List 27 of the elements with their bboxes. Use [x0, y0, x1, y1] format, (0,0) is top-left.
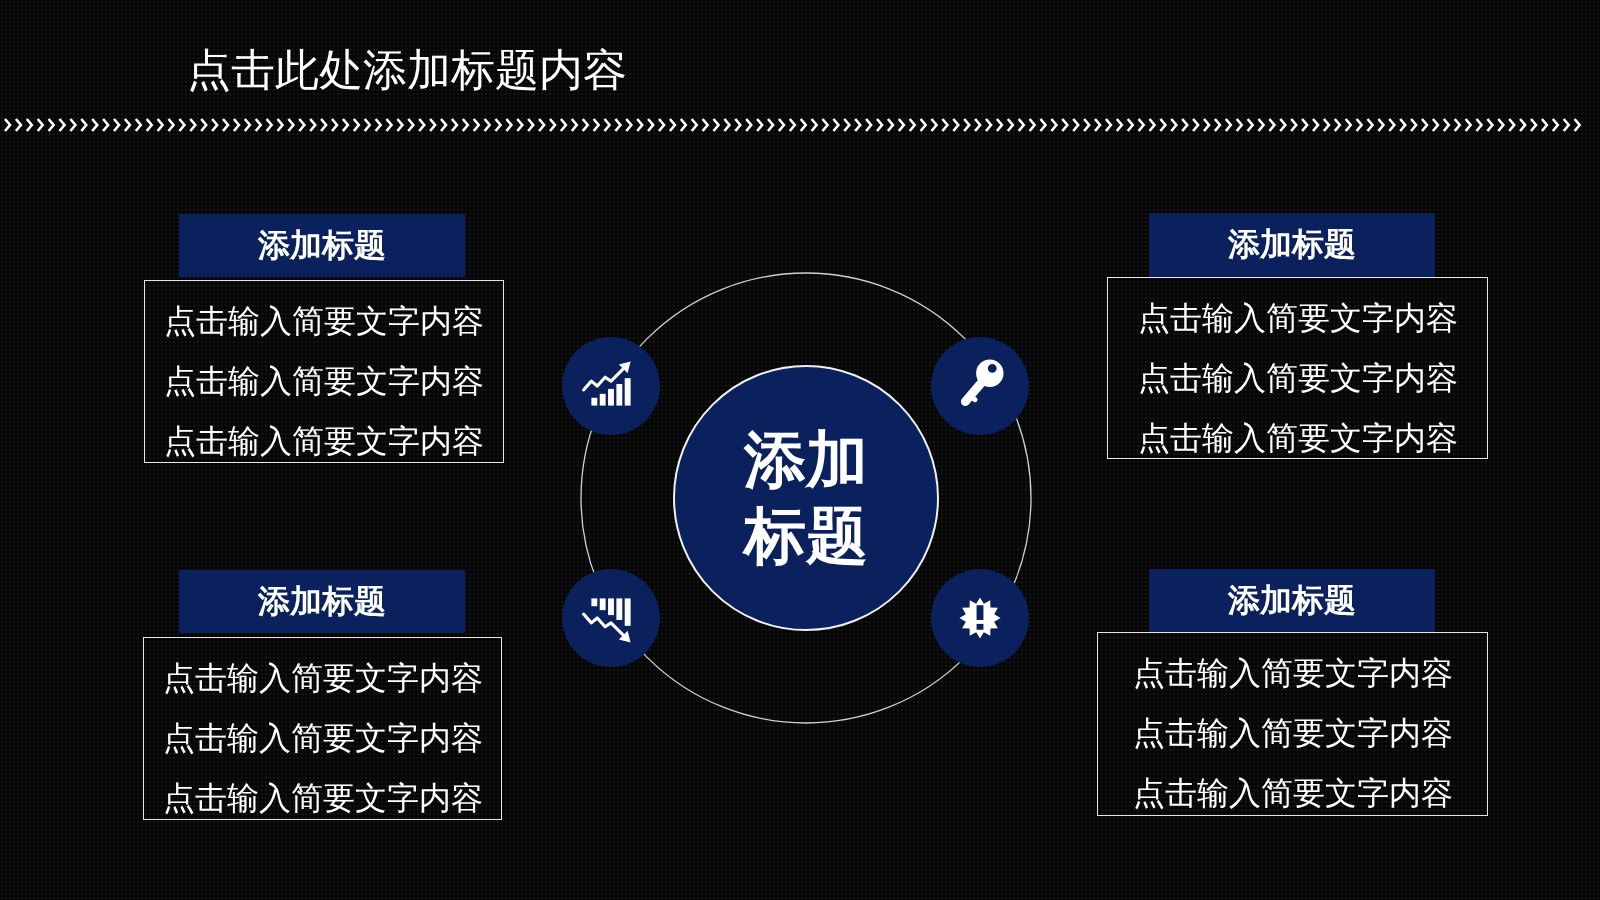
key-icon	[931, 337, 1029, 435]
body-text: 点击输入简要文字内容	[164, 362, 484, 401]
body-text: 点击输入简要文字内容	[1132, 774, 1453, 813]
section-heading: 添加标题	[1149, 213, 1435, 277]
text-panel	[1097, 632, 1488, 816]
rising-chart-icon	[562, 337, 660, 435]
center-title: 添加标题	[741, 425, 869, 572]
section-heading: 添加标题	[1149, 569, 1435, 633]
body-text: 点击输入简要文字内容	[1137, 419, 1458, 458]
text-panel	[143, 637, 502, 820]
falling-chart-icon	[562, 569, 660, 667]
section-heading: 添加标题	[179, 570, 465, 633]
slide-title: 点击此处添加标题内容	[187, 45, 627, 97]
body-text: 点击输入简要文字内容	[1132, 654, 1453, 693]
section-heading: 添加标题	[179, 214, 465, 277]
body-text: 点击输入简要文字内容	[164, 422, 484, 461]
body-text: 点击输入简要文字内容	[164, 302, 484, 341]
alert-badge-icon	[931, 569, 1029, 667]
body-text: 点击输入简要文字内容	[1132, 714, 1453, 753]
body-text: 点击输入简要文字内容	[162, 779, 483, 818]
text-panel	[144, 280, 504, 463]
body-text: 点击输入简要文字内容	[1137, 359, 1458, 398]
body-text: 点击输入简要文字内容	[162, 719, 483, 758]
text-panel	[1107, 277, 1488, 459]
center-circle	[673, 365, 939, 631]
body-text: 点击输入简要文字内容	[162, 659, 483, 698]
body-text: 点击输入简要文字内容	[1137, 299, 1458, 338]
